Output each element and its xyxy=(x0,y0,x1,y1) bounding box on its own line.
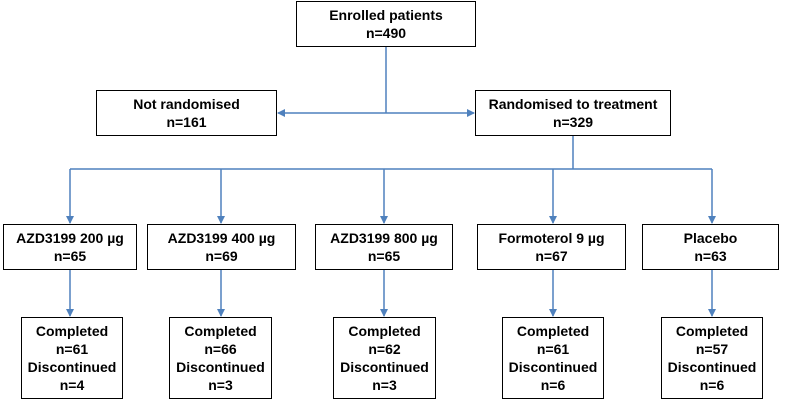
completed-count: n=61 xyxy=(55,341,89,357)
completed-count: n=57 xyxy=(695,341,729,357)
outcome-box-azd3199-400: Completed n=66 Discontinued n=3 xyxy=(169,317,272,399)
not-randomised-label: Not randomised xyxy=(133,96,240,112)
outcome-box-placebo: Completed n=57 Discontinued n=6 xyxy=(661,317,763,399)
discontinued-label: Discontinued xyxy=(176,359,265,375)
not-randomised-box: Not randomised n=161 xyxy=(96,90,277,136)
enrolled-label: Enrolled patients xyxy=(329,7,443,23)
outcome-box-formoterol: Completed n=61 Discontinued n=6 xyxy=(502,317,604,399)
enrolled-box: Enrolled patients n=490 xyxy=(296,1,476,47)
arm-box-azd3199-400: AZD3199 400 µg n=69 xyxy=(147,224,296,270)
completed-label: Completed xyxy=(516,323,590,339)
discontinued-label: Discontinued xyxy=(508,359,598,375)
outcome-box-azd3199-800: Completed n=62 Discontinued n=3 xyxy=(333,317,436,399)
not-randomised-count: n=161 xyxy=(166,114,207,130)
randomised-box: Randomised to treatment n=329 xyxy=(475,90,671,136)
arm-label: Placebo xyxy=(683,230,738,246)
discontinued-count: n=6 xyxy=(540,377,566,393)
outcome-box-azd3199-200: Completed n=61 Discontinued n=4 xyxy=(21,317,123,399)
arm-box-placebo: Placebo n=63 xyxy=(642,224,779,270)
arm-box-formoterol: Formoterol 9 µg n=67 xyxy=(477,224,626,270)
arm-count: n=67 xyxy=(535,248,568,264)
discontinued-count: n=3 xyxy=(372,377,397,393)
arm-count: n=65 xyxy=(367,248,401,264)
arm-label: AZD3199 400 µg xyxy=(167,230,276,246)
arm-count: n=63 xyxy=(694,248,727,264)
completed-label: Completed xyxy=(35,323,109,339)
discontinued-label: Discontinued xyxy=(340,359,429,375)
discontinued-count: n=3 xyxy=(208,377,233,393)
arm-label: AZD3199 800 µg xyxy=(330,230,438,246)
enrolled-count: n=490 xyxy=(365,25,407,41)
completed-label: Completed xyxy=(348,323,421,339)
completed-label: Completed xyxy=(675,323,749,339)
arm-box-azd3199-200: AZD3199 200 µg n=65 xyxy=(3,224,137,270)
randomised-count: n=329 xyxy=(552,114,594,130)
arm-count: n=69 xyxy=(205,248,238,264)
completed-count: n=66 xyxy=(204,341,237,357)
discontinued-count: n=4 xyxy=(59,377,85,393)
completed-count: n=62 xyxy=(368,341,401,357)
arm-label: Formoterol 9 µg xyxy=(498,230,605,246)
completed-label: Completed xyxy=(184,323,257,339)
discontinued-count: n=6 xyxy=(699,377,725,393)
arm-label: AZD3199 200 µg xyxy=(16,230,124,246)
arm-count: n=65 xyxy=(53,248,87,264)
discontinued-label: Discontinued xyxy=(667,359,757,375)
randomised-label: Randomised to treatment xyxy=(488,96,658,112)
arm-box-azd3199-800: AZD3199 800 µg n=65 xyxy=(315,224,453,270)
completed-count: n=61 xyxy=(536,341,570,357)
discontinued-label: Discontinued xyxy=(27,359,117,375)
